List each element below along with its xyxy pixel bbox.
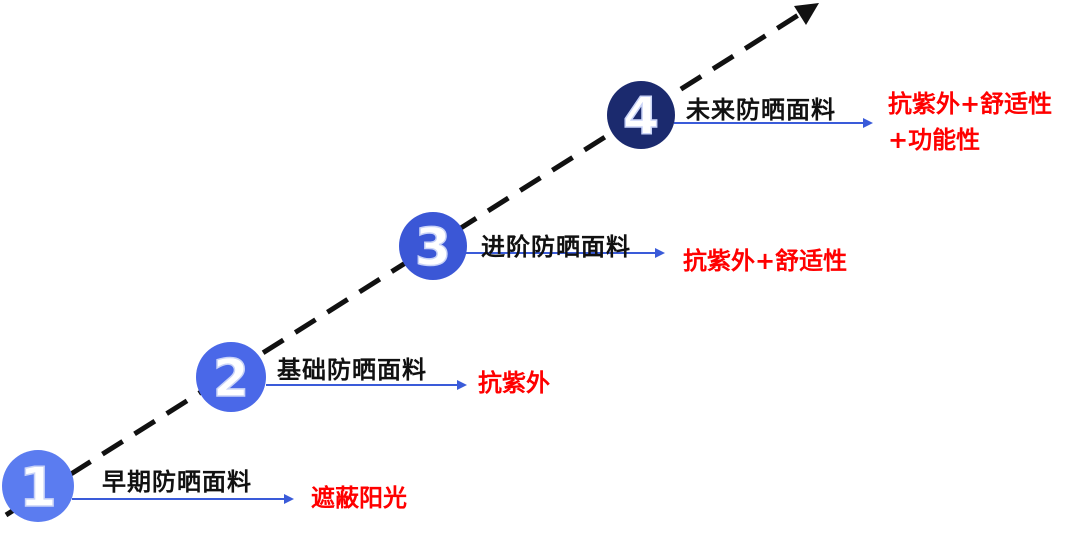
stage-3-number: 3 bbox=[415, 218, 451, 278]
trend-line bbox=[4, 11, 802, 518]
stage-3-desc: 抗紫外+舒适性 bbox=[683, 243, 847, 279]
stage-2-connector-arrow bbox=[266, 380, 467, 390]
stage-3-title: 进阶防晒面料 bbox=[481, 233, 631, 261]
stage-3-desc-line-1: 抗紫外+舒适性 bbox=[683, 247, 848, 275]
stage-2-title: 基础防晒面料 bbox=[277, 356, 427, 384]
stage-4-desc-line-1: 抗紫外+舒适性 bbox=[888, 90, 1053, 118]
stage-1-desc-line-1: 遮蔽阳光 bbox=[311, 484, 407, 512]
stage-1-desc: 遮蔽阳光 bbox=[311, 480, 407, 516]
stage-2-number: 2 bbox=[213, 349, 249, 409]
stage-1-connector-arrow bbox=[72, 494, 294, 504]
stage-4-desc: 抗紫外+舒适性 +功能性 bbox=[888, 86, 1052, 158]
stage-4-number: 4 bbox=[623, 87, 659, 147]
stage-1-title: 早期防晒面料 bbox=[102, 468, 252, 496]
stage-1-badge: 1 bbox=[2, 450, 74, 522]
stage-4-badge: 4 bbox=[607, 81, 675, 149]
stage-3-connector-arrow bbox=[466, 248, 665, 258]
stage-2-badge: 2 bbox=[196, 342, 266, 412]
stage-2-desc: 抗紫外 bbox=[478, 365, 550, 401]
stage-2-desc-line-1: 抗紫外 bbox=[478, 369, 550, 397]
stage-1-number: 1 bbox=[19, 456, 57, 519]
stage-4-title: 未来防晒面料 bbox=[686, 96, 836, 124]
stage-4-connector-arrow bbox=[674, 118, 873, 128]
arrow-head-icon bbox=[794, 3, 819, 25]
stage-3-badge: 3 bbox=[399, 212, 467, 280]
stage-4-desc-line-2: +功能性 bbox=[888, 126, 981, 154]
